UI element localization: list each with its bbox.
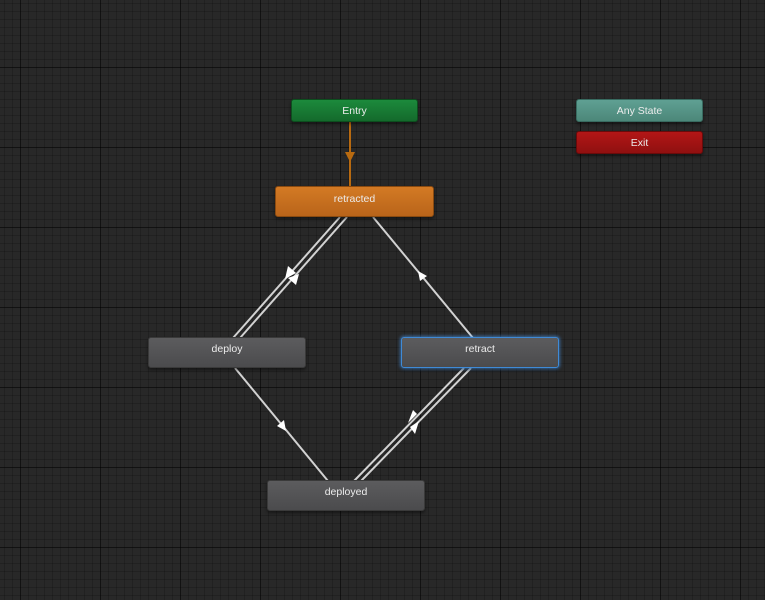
transition-arrow-icon bbox=[345, 152, 355, 162]
state-node-retracted[interactable]: retracted bbox=[275, 186, 434, 217]
entry-node-label: Entry bbox=[342, 104, 367, 117]
state-node-label: retracted bbox=[333, 193, 376, 205]
state-node-deployed[interactable]: deployed bbox=[267, 480, 425, 511]
transition-deploy-to-deployed[interactable] bbox=[234, 367, 329, 482]
transition-deploy-to-retracted[interactable] bbox=[239, 216, 348, 339]
transition-retract-to-deployed[interactable] bbox=[360, 367, 472, 482]
transition-retract-to-retracted[interactable] bbox=[372, 216, 474, 339]
exit-node-label: Exit bbox=[630, 136, 649, 149]
state-node-label: deploy bbox=[211, 342, 243, 355]
state-node-retract[interactable]: retract bbox=[401, 337, 559, 368]
transition-arrow-icon bbox=[277, 420, 286, 431]
transition-arrow-icon bbox=[418, 271, 427, 281]
any-state-node-label: Any State bbox=[616, 104, 663, 117]
transition-arrow-icon bbox=[285, 266, 296, 279]
transition-arrow-icon bbox=[408, 410, 417, 423]
transition-retracted-to-deploy[interactable] bbox=[232, 216, 341, 339]
state-node-deploy[interactable]: deploy bbox=[148, 337, 306, 368]
any-state-node[interactable]: Any State bbox=[576, 99, 703, 122]
transition-arrow-icon bbox=[410, 421, 419, 434]
entry-node[interactable]: Entry bbox=[291, 99, 418, 122]
transition-deployed-to-retract[interactable] bbox=[353, 367, 465, 482]
state-node-label: deployed bbox=[324, 485, 368, 498]
transition-arrow-icon bbox=[288, 274, 299, 285]
state-node-label: retract bbox=[465, 342, 495, 355]
exit-node[interactable]: Exit bbox=[576, 131, 703, 154]
